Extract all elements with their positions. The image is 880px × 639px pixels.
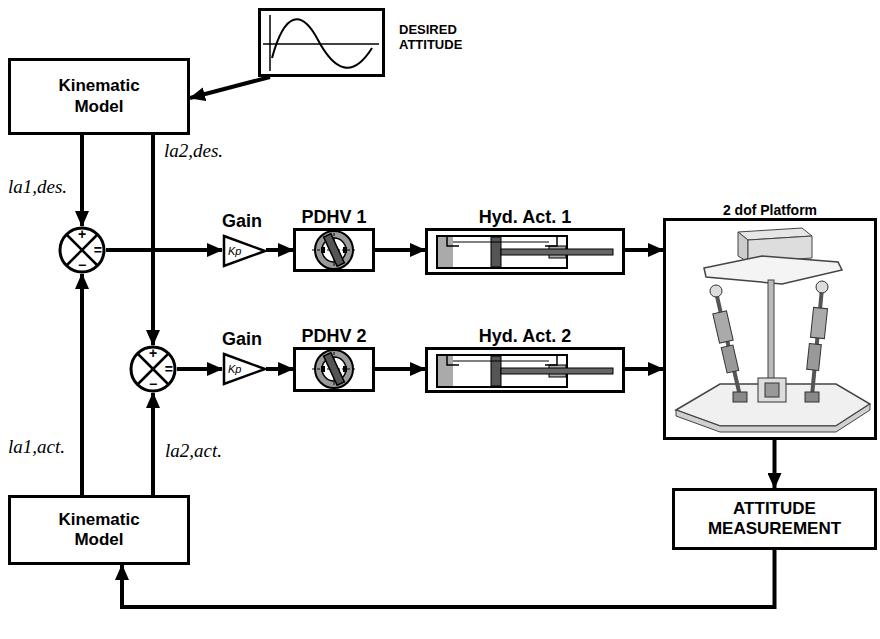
actuator-box: Hyd. Act. 2 <box>425 347 625 393</box>
signal-arrow <box>266 248 293 252</box>
node-text: + <box>149 346 157 360</box>
node-text: 2 dof Platform <box>723 203 817 218</box>
signal-arrow <box>190 77 270 98</box>
node-text: Hyd. Act. 2 <box>479 327 571 347</box>
node-text: + <box>78 227 86 241</box>
signal-label: la1,act. <box>6 436 67 458</box>
signal-arrow <box>106 248 222 252</box>
node-text: Hyd. Act. 1 <box>479 208 571 228</box>
node-text: Kinematic Model <box>33 76 165 117</box>
signal-arrow <box>80 135 84 226</box>
gain-triangle: GainKp <box>222 352 266 386</box>
node-text: Kinematic Model <box>33 510 165 551</box>
signal-arrow <box>266 367 293 371</box>
valve-box: PDHV 2 <box>293 347 375 392</box>
signal-arrow <box>625 367 663 371</box>
signal-arrow <box>375 248 425 252</box>
gain-triangle: GainKp <box>222 234 266 268</box>
node-text: ATTITUDE MEASUREMENT <box>697 499 852 540</box>
signal-arrow <box>151 393 155 495</box>
signal-arrow <box>122 550 775 607</box>
signal-label: la2,des. <box>162 140 225 162</box>
summing-junction: + −= <box>129 345 177 393</box>
node-text: Kp <box>228 246 241 257</box>
node-text: = <box>94 243 102 257</box>
measurement-box: ATTITUDE MEASUREMENT <box>672 488 877 550</box>
platform-box: 2 dof Platform <box>663 218 877 440</box>
plot-box: DESIRED ATTITUDE <box>258 8 385 77</box>
node-text: PDHV 1 <box>301 208 366 228</box>
signal-arrow <box>177 367 222 371</box>
actuator-box: Hyd. Act. 1 <box>425 228 625 275</box>
node-text: − <box>149 377 157 391</box>
signal-arrow <box>773 440 777 488</box>
summing-junction: + −= <box>58 226 106 274</box>
signal-label: la1,des. <box>6 176 69 198</box>
signal-arrow <box>151 135 155 345</box>
node-text: Gain <box>222 330 262 350</box>
model-box: Kinematic Model <box>8 495 190 565</box>
signal-arrow <box>80 274 84 495</box>
valve-box: PDHV 1 <box>293 228 375 272</box>
node-text: Gain <box>222 212 262 232</box>
node-text: = <box>165 362 173 376</box>
node-text: PDHV 2 <box>301 327 366 347</box>
signal-arrow <box>625 248 663 252</box>
signal-arrow <box>375 367 425 371</box>
node-text: − <box>78 258 86 272</box>
node-text: DESIRED ATTITUDE <box>399 23 477 53</box>
node-text: Kp <box>228 364 241 375</box>
model-box: Kinematic Model <box>8 58 190 135</box>
signal-label: la2,act. <box>163 440 224 462</box>
